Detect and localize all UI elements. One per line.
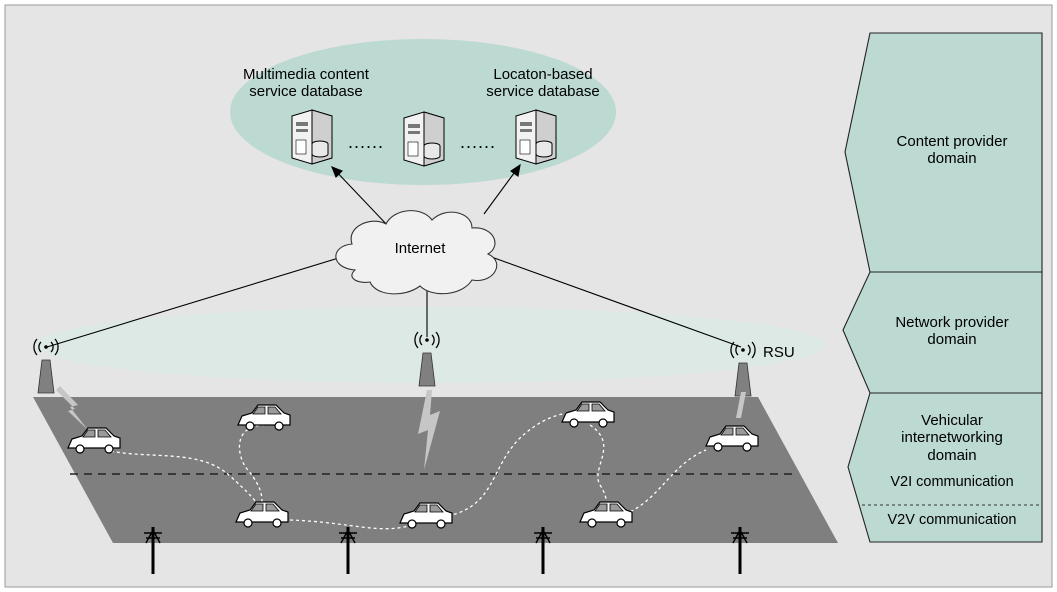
multimedia-server-icon <box>291 109 333 165</box>
content-domain-line1: Content provider <box>896 133 1008 150</box>
domain-shapes <box>842 32 1043 543</box>
internet-cloud <box>335 210 498 295</box>
v2v-path-3 <box>289 519 413 530</box>
cloud-to-db-arrows <box>331 163 521 228</box>
vehicular-domain-line3: domain <box>927 446 977 464</box>
vehicular-domain-line2: internetworking <box>901 429 1003 447</box>
multimedia-db-label: Multimedia content service database <box>228 66 384 101</box>
location-db-label: Locaton-based service database <box>468 66 618 101</box>
uplink-lines <box>46 252 742 348</box>
ellipsis-left: ...... <box>348 132 385 152</box>
arrowhead-location <box>510 163 521 177</box>
v2i-communication-label: V2I communication <box>890 474 1014 490</box>
arrowhead-multimedia <box>331 166 343 178</box>
network-provider-domain-label: Network provider domain <box>862 314 1042 349</box>
road <box>33 397 838 543</box>
v2i-link-left <box>56 386 88 430</box>
v2v-path-2 <box>238 424 266 506</box>
vehicular-domain-line1: Vehicular <box>921 412 983 429</box>
rsu-label: RSU <box>763 344 795 361</box>
multimedia-db-label-line2: service database <box>249 83 363 101</box>
location-server-icon <box>515 109 557 165</box>
v2i-wireless-links <box>56 386 746 470</box>
v2v-path-4 <box>447 411 579 517</box>
vehicular-domain-shape <box>847 392 1043 543</box>
arrow-to-multimedia <box>331 166 390 228</box>
uplink-right <box>485 254 742 348</box>
content-provider-domain-label: Content provider domain <box>862 133 1042 168</box>
v2v-communication-label: V2V communication <box>887 512 1017 528</box>
vehicular-domain-label: Vehicular internetworking domain <box>862 412 1042 464</box>
rsu-center-antenna-icon <box>414 331 440 387</box>
internet-label: Internet <box>394 240 446 257</box>
location-db-label-line2: service database <box>486 83 600 101</box>
rsu-left-antenna-icon <box>33 338 59 394</box>
ellipsis-right: ...... <box>460 132 497 152</box>
v2i-link-center <box>418 390 440 470</box>
v2v-path-1 <box>104 449 263 511</box>
uplink-left <box>46 252 356 348</box>
multimedia-db-label-line1: Multimedia content <box>243 66 369 83</box>
rsu-right-antenna-icon <box>730 341 756 397</box>
location-db-label-line1: Locaton-based <box>493 66 593 83</box>
rsu-antennas <box>33 331 756 397</box>
network-coverage-band <box>35 307 825 383</box>
v2v-path-6 <box>624 449 707 515</box>
v2i-link-right <box>736 392 746 418</box>
network-domain-line1: Network provider <box>895 314 1009 331</box>
content-domain-line2: domain <box>927 150 977 168</box>
network-domain-line2: domain <box>927 331 977 349</box>
middle-server-icon <box>403 111 445 167</box>
